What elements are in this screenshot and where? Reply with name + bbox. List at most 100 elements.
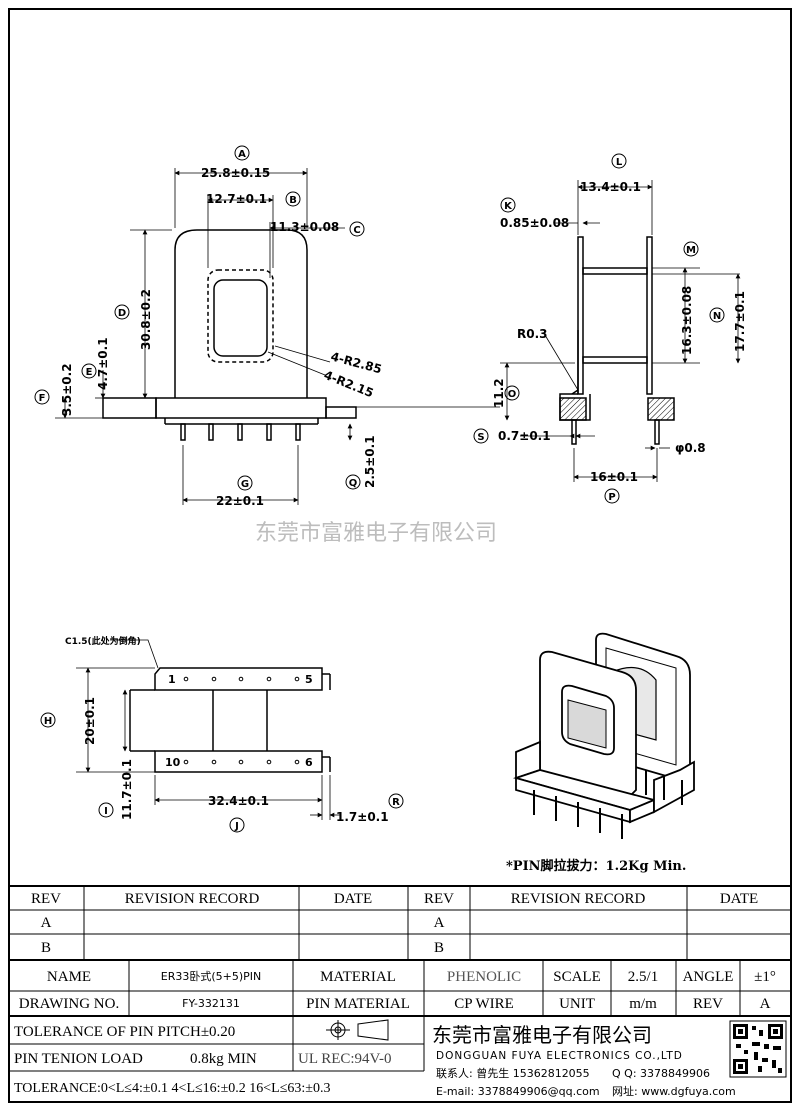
title-block bbox=[9, 885, 791, 1072]
rev-value: A bbox=[760, 996, 771, 1012]
pin-material-label: PIN MATERIAL bbox=[306, 996, 410, 1012]
front-view bbox=[102, 229, 357, 441]
scale-label: SCALE bbox=[553, 969, 601, 985]
pin-1-label: 1 bbox=[168, 673, 176, 686]
side-flange-left bbox=[577, 236, 584, 395]
angle-label: ANGLE bbox=[683, 969, 734, 985]
dim-pin-text: φ0.8 bbox=[675, 441, 706, 455]
name-value: ER33卧式(5+5)PIN bbox=[161, 970, 262, 983]
callout-n: N bbox=[713, 311, 721, 322]
callout-h: H bbox=[44, 716, 52, 727]
front-base-center bbox=[155, 397, 327, 419]
callout-c: C bbox=[353, 225, 360, 236]
bobbin-window bbox=[207, 269, 274, 363]
email-text: E-mail: 3378849906@qq.com bbox=[436, 1085, 600, 1098]
dim-d-text: 30.8±0.2 bbox=[139, 289, 153, 350]
scale-value: 2.5/1 bbox=[628, 969, 658, 985]
rev-a-1: A bbox=[41, 915, 52, 931]
material-label: MATERIAL bbox=[320, 969, 396, 985]
dim-a-text: 25.8±0.15 bbox=[201, 166, 270, 180]
side-callouts bbox=[473, 153, 725, 504]
drawing-label: DRAWING NO. bbox=[19, 996, 119, 1012]
pitch-tolerance-text: TOLERANCE OF PIN PITCH±0.20 bbox=[14, 1024, 235, 1040]
callout-r: R bbox=[392, 797, 400, 808]
dim-f-text: 3.5±0.2 bbox=[60, 363, 74, 416]
chamfer-text: C1.5(此处为倒角) bbox=[65, 635, 141, 647]
side-foot-left-hatch bbox=[559, 397, 587, 421]
callout-k: K bbox=[504, 201, 513, 212]
record-header-2: REVISION RECORD bbox=[511, 891, 646, 907]
pin-6-label: 6 bbox=[305, 756, 313, 769]
tension-label: PIN TENION LOAD bbox=[14, 1051, 143, 1067]
rev-header-2: REV bbox=[424, 891, 454, 907]
qr-code-icon bbox=[729, 1020, 787, 1078]
callout-d: D bbox=[118, 308, 126, 319]
bottom-callouts bbox=[40, 712, 404, 833]
callout-b: B bbox=[289, 195, 297, 206]
dim-o-text: 11.2 bbox=[492, 378, 506, 408]
callout-m: M bbox=[686, 245, 696, 256]
pin-10-label: 10 bbox=[165, 756, 181, 769]
callout-q: Q bbox=[349, 478, 358, 489]
dim-m-text: 16.3±0.08 bbox=[680, 286, 694, 355]
side-foot-right-hatch bbox=[647, 397, 675, 421]
bottom-rail-top bbox=[154, 667, 323, 691]
contact-text: 联系人: 曾先生 15362812055 bbox=[436, 1066, 590, 1080]
record-header-1: REVISION RECORD bbox=[125, 891, 260, 907]
drawing-value: FY-332131 bbox=[182, 997, 240, 1010]
side-pin-right bbox=[654, 419, 660, 445]
front-base-left bbox=[102, 397, 157, 419]
dim-g-text: 22±0.1 bbox=[216, 494, 264, 508]
pin-note-text: *PIN脚拉拔力：1.2Kg Min. bbox=[506, 858, 686, 874]
dim-l-text: 13.4±0.1 bbox=[580, 180, 641, 194]
front-pins bbox=[180, 423, 301, 441]
dim-h-text: 20±0.1 bbox=[83, 697, 97, 745]
pin-5-label: 5 bbox=[305, 673, 313, 686]
dim-i-text: 11.7±0.1 bbox=[120, 759, 134, 820]
pin-material-value: CP WIRE bbox=[454, 996, 514, 1012]
bottom-pin-holes bbox=[183, 676, 300, 765]
dim-r2-text: 1.7±0.1 bbox=[336, 810, 389, 824]
callout-e: E bbox=[86, 367, 93, 378]
bobbin-flange-outline bbox=[174, 229, 308, 398]
rev-label: REV bbox=[693, 996, 723, 1012]
isometric-view bbox=[512, 632, 695, 824]
side-flange-right bbox=[646, 236, 653, 395]
bottom-view bbox=[129, 667, 331, 773]
front-base-right bbox=[325, 406, 357, 419]
dim-k-text: 0.85±0.08 bbox=[500, 216, 569, 230]
ul-rec-text: UL REC:94V-0 bbox=[298, 1051, 391, 1067]
side-core-bottom bbox=[582, 356, 648, 364]
website-text: 网址: www.dgfuya.com bbox=[612, 1084, 736, 1098]
unit-label: UNIT bbox=[559, 996, 595, 1012]
dim-n-text: 17.7±0.1 bbox=[733, 291, 747, 352]
side-core-top bbox=[582, 267, 648, 275]
rev-header-1: REV bbox=[31, 891, 61, 907]
side-view bbox=[559, 236, 675, 445]
dim-b-text: 12.7±0.1 bbox=[206, 192, 267, 206]
callout-o: O bbox=[508, 389, 517, 400]
callout-a: A bbox=[238, 149, 246, 160]
angle-value: ±1° bbox=[754, 969, 776, 985]
callout-f: F bbox=[39, 393, 46, 404]
name-label: NAME bbox=[47, 969, 91, 985]
company-cn-text: 东莞市富雅电子有限公司 bbox=[432, 1023, 652, 1047]
company-en-text: DONGGUAN FUYA ELECTRONICS CO.,LTD bbox=[436, 1050, 683, 1062]
qq-text: Q Q: 3378849906 bbox=[612, 1067, 710, 1080]
dim-s-text: 0.7±0.1 bbox=[498, 429, 551, 443]
rev-b-1: B bbox=[41, 940, 51, 956]
date-header-1: DATE bbox=[334, 891, 372, 907]
dim-q-text: 2.5±0.1 bbox=[363, 435, 377, 488]
dim-e-text: 4.7±0.1 bbox=[96, 337, 110, 390]
material-value: PHENOLIC bbox=[447, 969, 521, 985]
dim-j-text: 32.4±0.1 bbox=[208, 794, 269, 808]
callout-g: G bbox=[241, 479, 249, 490]
tension-value: 0.8kg MIN bbox=[190, 1051, 257, 1067]
callout-l: L bbox=[616, 157, 623, 168]
bobbin-window-inner bbox=[213, 279, 268, 357]
callout-j: J bbox=[234, 821, 239, 832]
rev-a-2: A bbox=[434, 915, 445, 931]
tolerance-text: TOLERANCE:0<L≤4:±0.1 4<L≤16:±0.2 16<L≤63… bbox=[14, 1081, 330, 1096]
side-pin-left bbox=[571, 419, 577, 445]
projection-symbol-icon bbox=[326, 1019, 389, 1041]
